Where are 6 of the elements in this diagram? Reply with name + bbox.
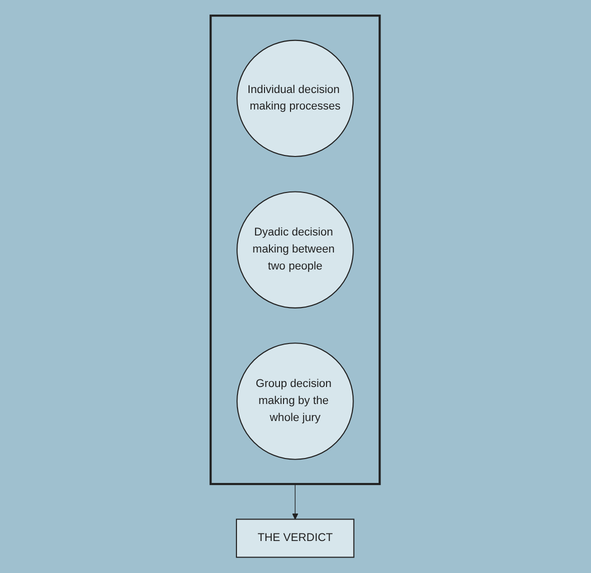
arrow — [292, 484, 299, 520]
node-circle: Dyadic decision making between two people — [236, 191, 354, 308]
node-circle: Individual decision making processes — [236, 40, 354, 158]
node-circle: Group decision making by the whole jury — [236, 342, 354, 460]
cluster — [210, 14, 382, 486]
node-box: THE VERDICT — [236, 518, 355, 558]
